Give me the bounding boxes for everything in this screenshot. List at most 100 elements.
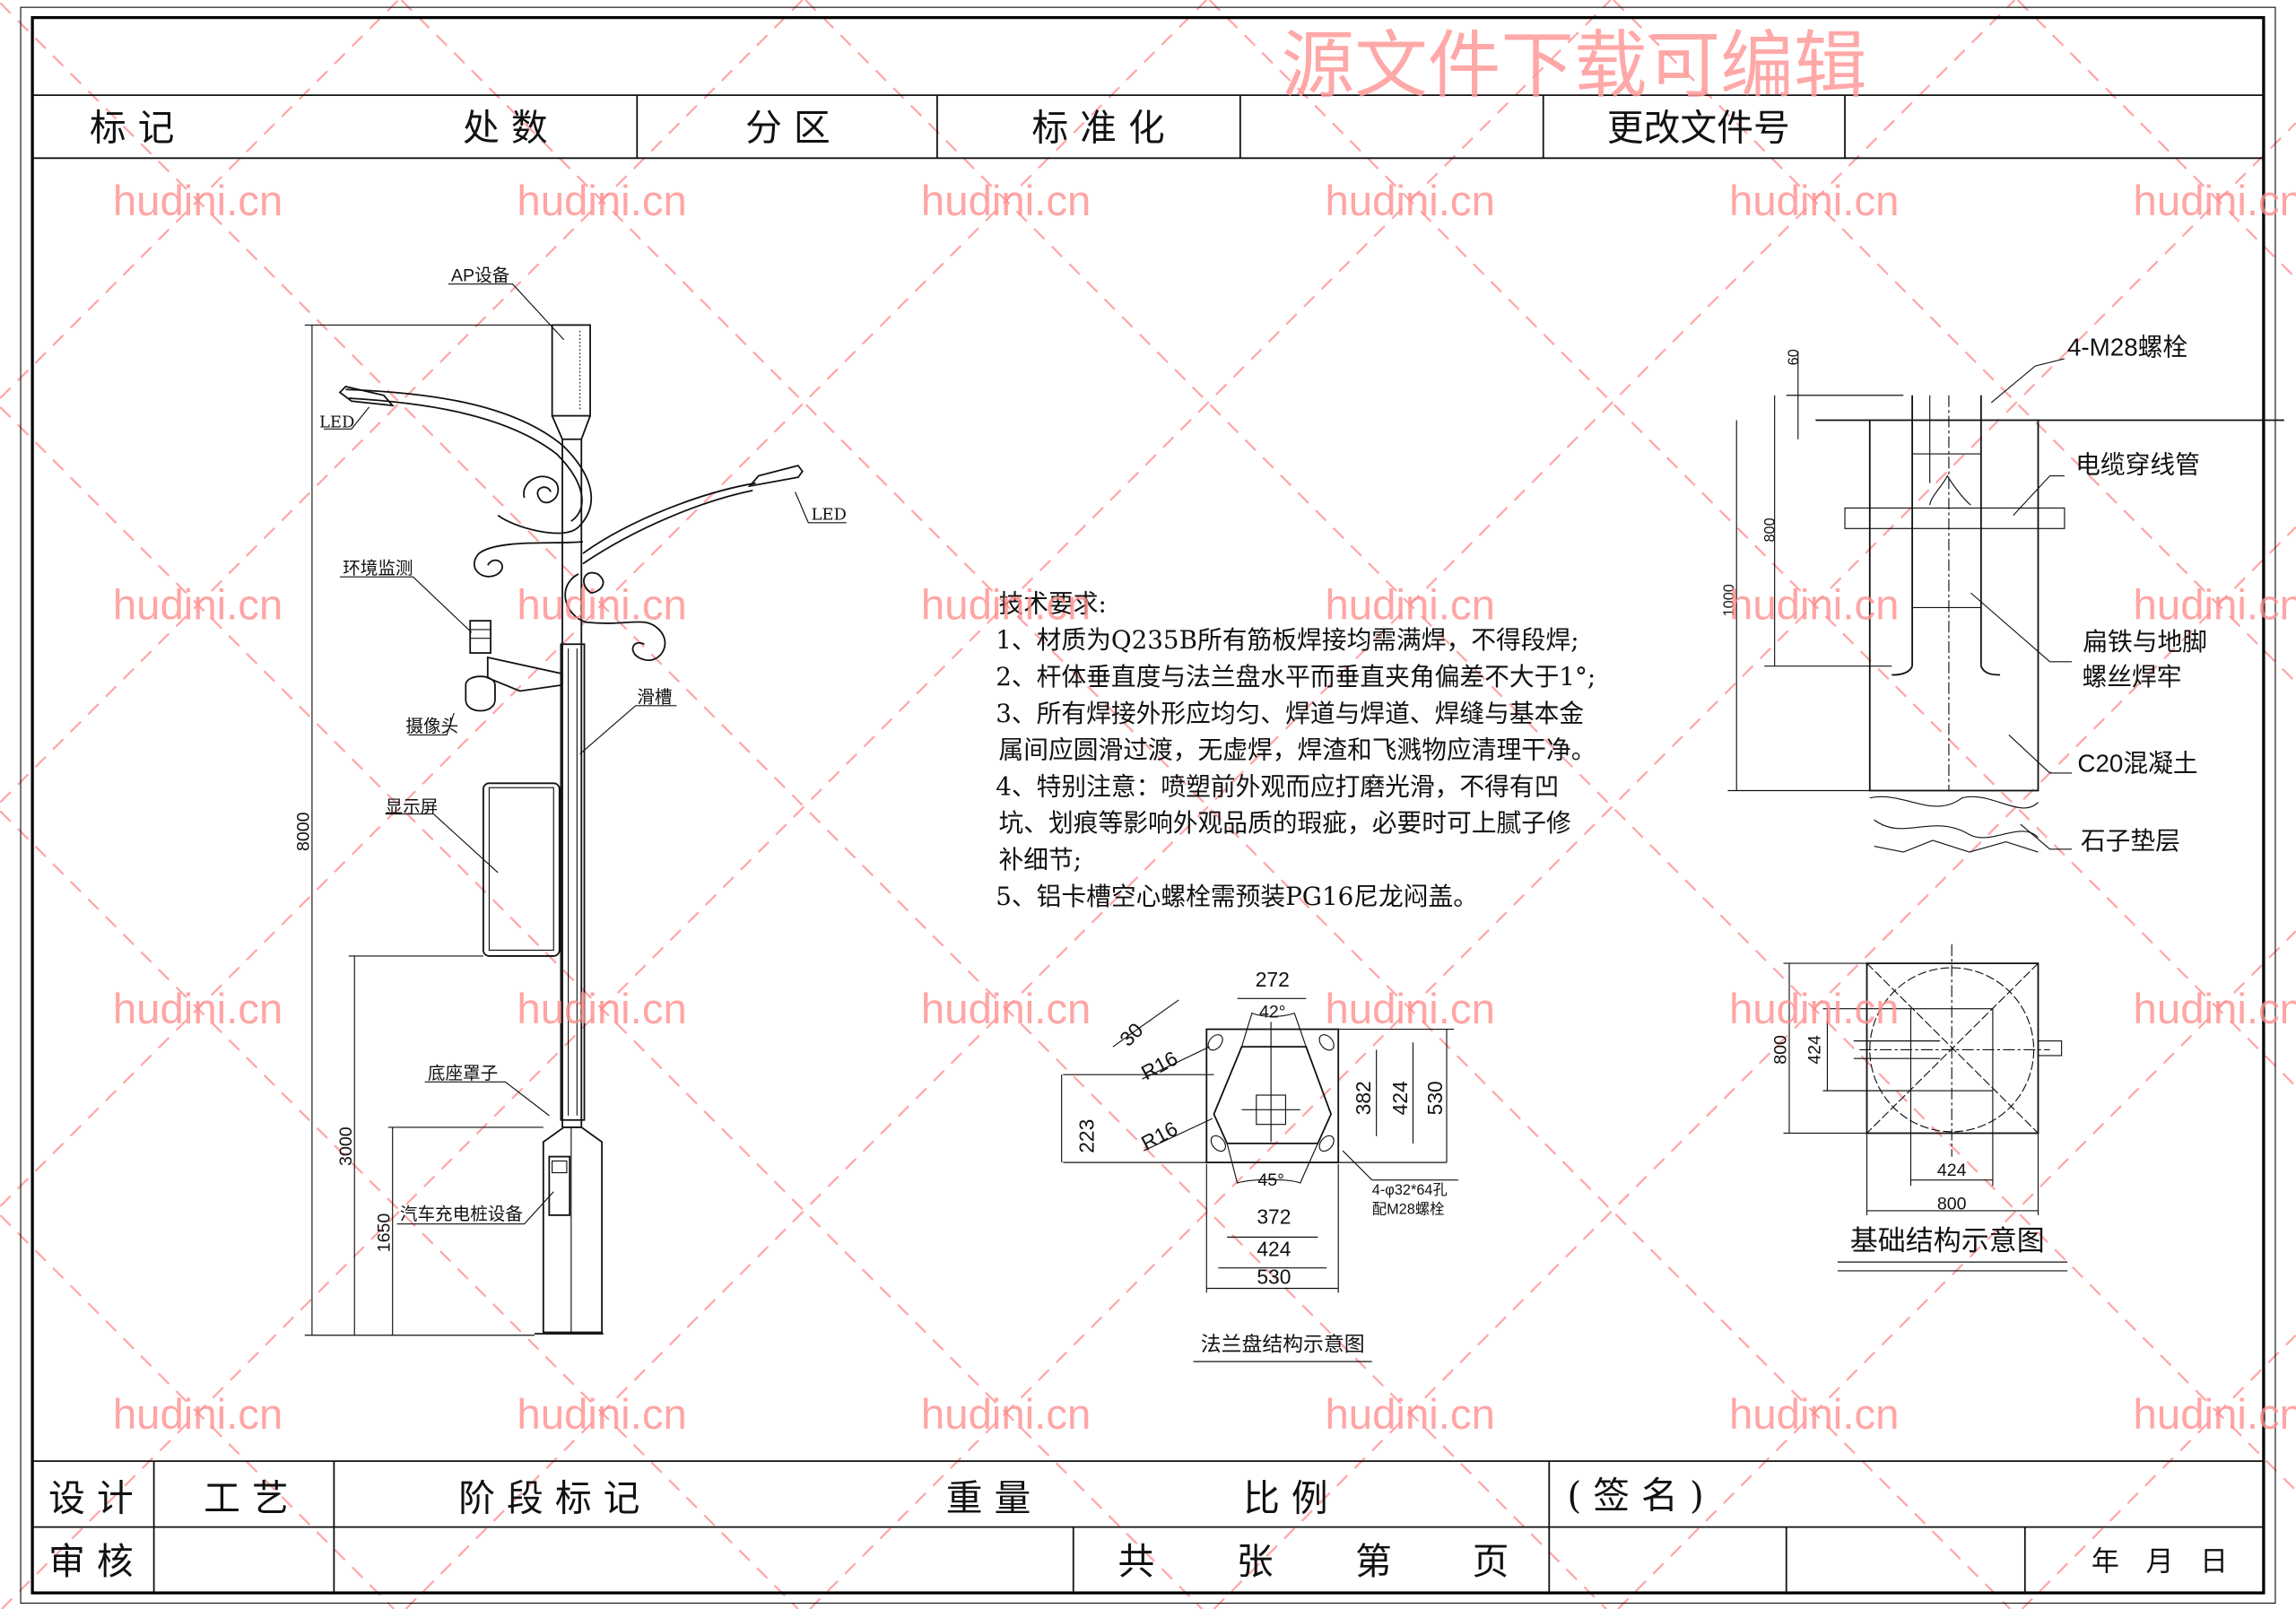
watermark-text: hudini.cn bbox=[2134, 178, 2296, 225]
watermark-banner: 源文件下载可编辑 bbox=[1282, 23, 1867, 109]
dim-base-height: 1650 bbox=[374, 1213, 394, 1253]
footer-weight: 重 量 bbox=[946, 1477, 1031, 1520]
foundation-plan: 800 424 424 800 基础结构示意图 bbox=[1771, 944, 2068, 1272]
tech-line: 属间应圆滑过渡，无虚焊，焊渣和飞溅物应清理干净。 bbox=[998, 735, 1596, 765]
footer-craft: 工 艺 bbox=[204, 1477, 289, 1520]
dim-flange-424-h: 424 bbox=[1257, 1238, 1291, 1261]
watermark-text: hudini.cn bbox=[921, 582, 1091, 630]
watermark-text: hudini.cn bbox=[113, 178, 283, 225]
watermark-dash-line bbox=[2016, 0, 2296, 279]
watermark-text: hudini.cn bbox=[113, 582, 283, 630]
tech-title: 技术要求: bbox=[998, 588, 1106, 618]
watermark-dash-line bbox=[0, 0, 1208, 1207]
watermark-text: hudini.cn bbox=[113, 1391, 283, 1439]
watermark-text: hudini.cn bbox=[517, 178, 686, 225]
footer-design: 设 计 bbox=[48, 1477, 134, 1520]
footer-signature: ( 签 名 ) bbox=[1567, 1474, 1703, 1517]
foundation-plan-title: 基础结构示意图 bbox=[1850, 1225, 2045, 1257]
tech-line: 2、杆体垂直度与法兰盘水平而垂直夹角偏差不大于1°; bbox=[996, 662, 1596, 691]
watermark-text: hudini.cn bbox=[517, 1391, 686, 1439]
dim-flange-372: 372 bbox=[1257, 1205, 1291, 1229]
label-led-left: LED bbox=[319, 413, 354, 432]
watermark-dash-line bbox=[0, 2, 1607, 1609]
dim-flange-45deg: 45° bbox=[1257, 1170, 1284, 1190]
dim-found-800: 800 bbox=[1762, 517, 1779, 542]
footer-nth: 第 bbox=[1355, 1540, 1392, 1583]
watermark-dash-line bbox=[404, 0, 2016, 1609]
label-cable-conduit: 电缆穿线管 bbox=[2075, 449, 2200, 479]
label-camera: 摄像头 bbox=[405, 716, 458, 736]
dim-flange-382: 382 bbox=[1352, 1081, 1375, 1115]
watermarks: 源文件下载可编辑 hudini.cn hudini.cn hudini.cn hudi… bbox=[113, 23, 2296, 1439]
watermark-text: hudini.cn bbox=[921, 986, 1091, 1033]
sheet-border bbox=[30, 15, 2266, 1595]
header-change-doc: 更改文件号 bbox=[1607, 107, 1790, 150]
dim-total-height: 8000 bbox=[294, 812, 314, 851]
watermark-text: hudini.cn bbox=[1729, 986, 1899, 1033]
dim-plan-424-v: 424 bbox=[1805, 1035, 1824, 1065]
dim-flange-223: 223 bbox=[1075, 1119, 1099, 1153]
footer-review: 审 核 bbox=[48, 1540, 134, 1583]
header-count: 处 数 bbox=[463, 107, 548, 150]
dim-flange-42deg: 42° bbox=[1259, 1003, 1286, 1022]
watermark-text: hudini.cn bbox=[2134, 582, 2296, 630]
footer-scale: 比 例 bbox=[1243, 1477, 1328, 1520]
watermark-text: hudini.cn bbox=[1729, 582, 1899, 630]
tech-line: 3、所有焊接外形应均匀、焊道与焊道、焊缝与基本金 bbox=[996, 699, 1584, 728]
dim-found-60: 60 bbox=[1786, 349, 1802, 365]
dim-screen-height: 3000 bbox=[336, 1126, 356, 1166]
flange-bolt-note: 配M28螺栓 bbox=[1372, 1201, 1445, 1217]
watermark-dash-line bbox=[0, 1214, 396, 1609]
flange-drawing: 272 42° 30 R16 R16 382 424 530 223 45° 3… bbox=[1061, 968, 1459, 1362]
watermark-text: hudini.cn bbox=[1325, 1391, 1494, 1439]
pole-elevation: 8000 3000 1650 AP设备 LED LED 环境监测 摄像头 滑槽 … bbox=[294, 265, 847, 1336]
header-mark: 标 记 bbox=[90, 107, 175, 150]
watermark-dash-line bbox=[1613, 0, 2296, 683]
watermark-text: hudini.cn bbox=[1729, 1391, 1899, 1439]
tech-line: 1、材质为Q235B所有筋板焊接均需满焊，不得段焊; bbox=[996, 625, 1578, 655]
label-groove: 滑槽 bbox=[637, 687, 672, 708]
tech-line: 5、铝卡槽空心螺栓需预装PG16尼龙闷盖。 bbox=[996, 882, 1478, 911]
watermark-text: hudini.cn bbox=[517, 986, 686, 1033]
dim-flange-30: 30 bbox=[1115, 1018, 1147, 1050]
flange-hole-note: 4-φ32*64孔 bbox=[1372, 1182, 1448, 1198]
watermark-dash-line bbox=[0, 405, 1204, 1609]
foundation-section: 60 800 1000 4-M28螺栓 电缆穿线管 扁铁与地脚 螺丝焊牢 C20… bbox=[1721, 334, 2284, 856]
watermark-text: hudini.cn bbox=[1325, 986, 1494, 1033]
watermark-text: hudini.cn bbox=[1325, 178, 1494, 225]
flange-title: 法兰盘结构示意图 bbox=[1201, 1334, 1365, 1357]
watermark-text: hudini.cn bbox=[113, 986, 283, 1033]
tech-line: 坑、划痕等影响外观品质的瑕疵，必要时可上腻子修 bbox=[998, 808, 1570, 838]
dim-plan-424-h: 424 bbox=[1937, 1161, 1967, 1180]
dim-plan-800-v: 800 bbox=[1771, 1035, 1791, 1065]
label-weld-note-1: 扁铁与地脚 bbox=[2083, 627, 2207, 657]
revision-header-table: 标 记 处 数 分 区 标 准 化 更改文件号 bbox=[32, 94, 2264, 160]
label-weld-note-2: 螺丝焊牢 bbox=[2082, 662, 2181, 691]
dim-flange-530-v: 530 bbox=[1423, 1081, 1447, 1115]
tech-line: 补细节; bbox=[998, 845, 1082, 874]
watermark-text: hudini.cn bbox=[517, 582, 686, 630]
dim-flange-r16-bottom: R16 bbox=[1137, 1117, 1181, 1155]
label-screen: 显示屏 bbox=[386, 796, 439, 817]
watermark-dash-line bbox=[0, 0, 400, 399]
label-c20-concrete: C20混凝土 bbox=[2077, 749, 2197, 777]
footer-total: 共 bbox=[1118, 1540, 1155, 1583]
title-block: 设 计 工 艺 阶 段 标 记 重 量 比 例 ( 签 名 ) 审 核 共 张 … bbox=[32, 1460, 2264, 1594]
label-ev-charger: 汽车充电桩设备 bbox=[400, 1204, 523, 1224]
dim-found-1000: 1000 bbox=[1721, 584, 1737, 616]
watermark-dash-line bbox=[804, 0, 2296, 1492]
label-base-cover: 底座罩子 bbox=[428, 1063, 498, 1083]
label-env-monitor: 环境监测 bbox=[343, 558, 413, 578]
dim-flange-272: 272 bbox=[1256, 968, 1290, 991]
footer-sheets: 张 bbox=[1237, 1540, 1274, 1583]
watermark-dash-line bbox=[400, 0, 2012, 1609]
watermark-text: hudini.cn bbox=[1325, 582, 1494, 630]
watermark-dash-line bbox=[1213, 526, 2296, 1609]
footer-date: 年 月 日 bbox=[2092, 1546, 2228, 1579]
watermark-text: hudini.cn bbox=[1729, 178, 1899, 225]
label-anchor-bolts: 4-M28螺栓 bbox=[2067, 334, 2187, 361]
tech-line: 4、特别注意：喷塑前外观而应打磨光滑，不得有凹 bbox=[996, 771, 1559, 801]
watermark-dash-line bbox=[1617, 930, 2296, 1609]
